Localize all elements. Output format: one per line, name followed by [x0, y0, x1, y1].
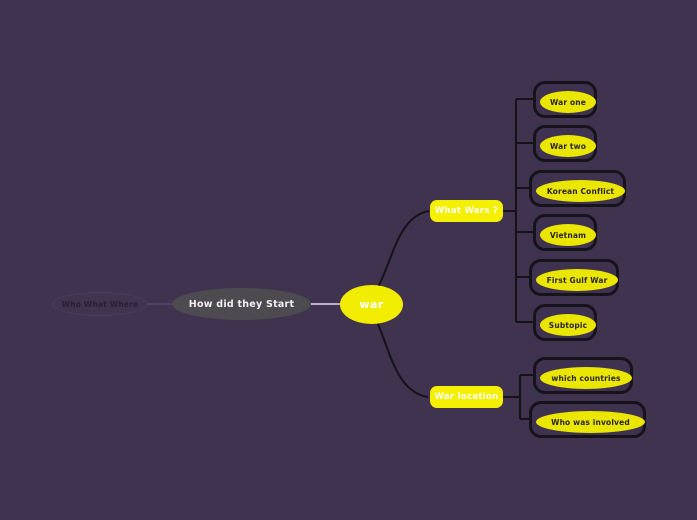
frame-who-was-involved[interactable]: Who was involved	[529, 401, 646, 438]
frame-war-two[interactable]: War two	[533, 125, 597, 162]
node-subtopic[interactable]: Subtopic	[540, 314, 596, 336]
node-war-location-label: War location	[434, 392, 499, 402]
node-first-gulf-war[interactable]: First Gulf War	[536, 269, 618, 291]
node-korean-conflict[interactable]: Korean Conflict	[536, 180, 625, 202]
node-how-did-they-start-label: How did they Start	[188, 298, 295, 310]
frame-first-gulf-war[interactable]: First Gulf War	[529, 259, 619, 296]
node-what-wars[interactable]: What Wars ?	[430, 200, 503, 222]
node-war-core[interactable]: war	[340, 285, 403, 324]
node-war-core-label: war	[359, 298, 384, 311]
node-korean-conflict-label: Korean Conflict	[546, 186, 615, 196]
node-war-two-label: War two	[549, 141, 587, 151]
node-who-was-involved[interactable]: Who was involved	[536, 411, 645, 433]
frame-which-countries[interactable]: which countries	[533, 357, 633, 394]
node-subtopic-label: Subtopic	[548, 320, 588, 330]
node-which-countries-label: which countries	[551, 373, 621, 383]
node-vietnam[interactable]: Vietnam	[540, 224, 596, 246]
node-how-did-they-start[interactable]: How did they Start	[172, 288, 311, 320]
frame-war-one[interactable]: War one	[533, 81, 597, 118]
node-war-one[interactable]: War one	[540, 91, 596, 113]
node-war-location[interactable]: War location	[430, 386, 503, 408]
node-who-what-where-label: Who What Where	[61, 299, 139, 309]
node-who-was-involved-label: Who was involved	[551, 417, 630, 427]
node-which-countries[interactable]: which countries	[540, 367, 632, 389]
frame-korean-conflict[interactable]: Korean Conflict	[529, 170, 626, 207]
frame-vietnam[interactable]: Vietnam	[533, 214, 597, 251]
link-core-to-what-wars	[377, 210, 430, 288]
frame-subtopic[interactable]: Subtopic	[533, 304, 597, 341]
link-core-to-war-location	[376, 321, 429, 398]
node-vietnam-label: Vietnam	[549, 230, 587, 240]
node-war-one-label: War one	[549, 97, 586, 107]
node-war-two[interactable]: War two	[540, 135, 596, 157]
node-what-wars-label: What Wars ?	[434, 206, 499, 216]
node-first-gulf-war-label: First Gulf War	[546, 275, 608, 285]
node-who-what-where[interactable]: Who What Where	[52, 292, 148, 316]
